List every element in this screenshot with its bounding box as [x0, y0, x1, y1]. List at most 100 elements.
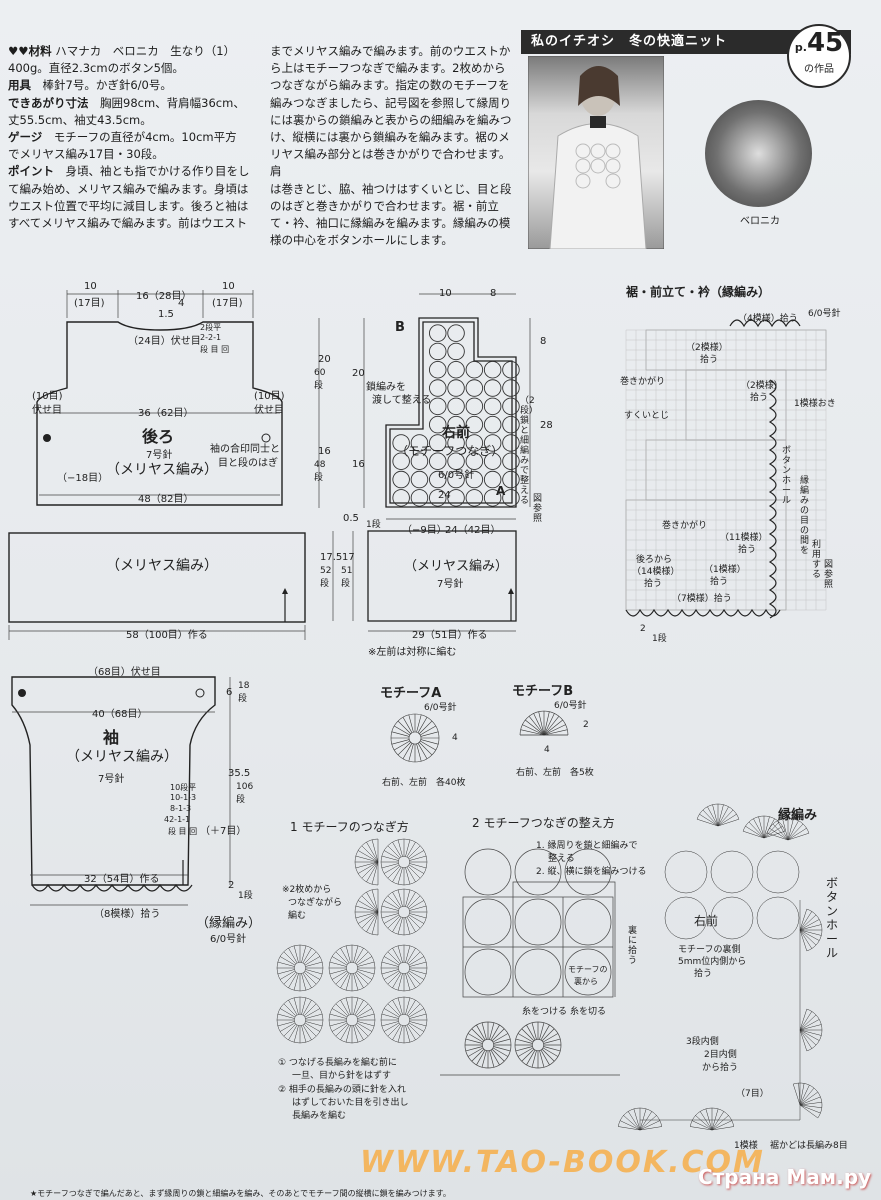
motif-spoke: [397, 973, 403, 991]
motif-spoke: [387, 845, 401, 859]
fan-spoke: [799, 1024, 822, 1031]
materials-block: ♥♥材料 ハマナカ ベロニカ 生なり（1） 400g。直径2.3cmのボタン5個…: [8, 43, 270, 232]
diagram1-title: 1 モチーフのつなぎ方: [290, 820, 409, 834]
border-note: 1模様おき: [794, 399, 836, 409]
point-label: ポイント: [8, 164, 54, 179]
fan-spoke: [628, 1111, 641, 1131]
sleeve-marker-dot: [195, 688, 205, 698]
motif-spoke: [405, 997, 411, 1015]
diagram1-step: 長編みを編む: [292, 1111, 347, 1121]
diagram3-motif: [756, 850, 800, 894]
instruction-line: ら上はモチーフつなぎで編みます。2枚めから: [270, 61, 506, 76]
motif-spoke: [356, 1022, 373, 1032]
front-motif: [483, 397, 502, 416]
motif-spoke: [345, 945, 351, 963]
motif-spoke: [279, 1022, 296, 1032]
fan-spoke: [366, 841, 379, 863]
fan-spoke: [690, 1126, 713, 1131]
diagram2-step: 整える: [548, 854, 575, 864]
motif-spoke: [345, 1025, 351, 1043]
front-hook: 6/0号針: [438, 470, 475, 481]
fan-spoke: [696, 818, 719, 827]
front-motif: [465, 452, 484, 471]
fan-spoke: [799, 1104, 821, 1114]
motif-center: [408, 731, 422, 745]
motif-spoke: [419, 720, 433, 734]
diagram2-motif: [514, 848, 562, 896]
front-motif: [502, 434, 520, 452]
motif-spoke: [357, 1013, 375, 1019]
fan-arc: [696, 803, 740, 820]
motif-spoke: [409, 913, 427, 919]
diagram2-side-note: 裏に拾う: [628, 926, 638, 966]
front-motif: [447, 397, 465, 416]
fan-spoke: [357, 911, 379, 924]
fan-spoke: [618, 1126, 641, 1131]
diagram3-note: 5mm位内側から: [678, 957, 747, 967]
fan-spoke: [533, 713, 545, 736]
motif-spoke: [406, 841, 416, 858]
dim-label: 20: [318, 354, 331, 365]
motif-spoke: [406, 972, 416, 989]
motif-spoke: [481, 1050, 487, 1068]
diagram3-count: （7目）: [736, 1089, 769, 1099]
watermark-badge: Страна Мам.ру: [698, 1165, 872, 1189]
fan-spoke: [787, 818, 794, 841]
motif-spoke: [387, 971, 401, 985]
diagram3-note: から拾う: [702, 1063, 739, 1073]
motif-spoke: [354, 972, 364, 989]
fan-spoke: [357, 850, 379, 863]
fan-spoke: [543, 716, 560, 736]
dim-label: 17: [342, 552, 355, 563]
front-motif: [465, 489, 484, 507]
fan-spoke: [711, 1126, 734, 1131]
front-motif: [410, 489, 429, 507]
motif-spoke: [303, 1023, 317, 1037]
motif-spoke: [383, 900, 400, 910]
diagram3-title: 縁編み: [778, 808, 818, 823]
motif-spoke: [407, 971, 421, 985]
motif-spoke: [305, 1021, 323, 1027]
motif-spoke: [301, 973, 307, 991]
front-motif: [483, 361, 502, 379]
diagram3-note: モチーフの裏側: [678, 945, 741, 955]
front-edge-note: （2段）鎖と細編みで整える: [520, 396, 539, 506]
motif-spoke: [383, 864, 400, 874]
motif-a-count: 右前、左前 各40枚: [382, 778, 466, 788]
motif-spoke: [283, 951, 297, 965]
diagram1-step: ① つなげる長編みを編む前に: [278, 1058, 397, 1068]
border-pick: （2模様）: [741, 381, 783, 391]
diagram2-motif: [514, 898, 562, 946]
front-dimension-lines: [318, 293, 531, 632]
front-cast-on: 29（51目）作る: [412, 630, 488, 641]
motif-spoke: [356, 1008, 373, 1018]
motif-spoke: [381, 855, 399, 861]
motif-spoke: [329, 1021, 347, 1027]
fan-spoke: [538, 711, 545, 736]
motif-spoke: [409, 1021, 427, 1027]
front-motif: [429, 434, 447, 452]
arrow-head: [282, 588, 288, 594]
border-note: 利用する: [812, 540, 822, 580]
fan-spoke: [543, 719, 563, 736]
fan-spoke: [711, 1120, 733, 1131]
motif-spoke: [301, 1025, 307, 1043]
dim-label: (17目): [212, 298, 243, 309]
motif-spoke: [409, 905, 427, 911]
motif-spoke: [397, 889, 403, 907]
motif-spoke: [277, 961, 295, 967]
motif-spoke: [397, 839, 403, 857]
diagram3-side: ボタンホール: [826, 876, 839, 960]
fan-spoke: [717, 818, 740, 827]
diagram2-motif: [564, 848, 612, 896]
front-motif: [483, 489, 502, 507]
motif-spoke: [408, 1008, 425, 1018]
dim-label: 10: [439, 288, 452, 299]
motif-spoke: [394, 740, 410, 751]
motif-center: [398, 906, 410, 918]
motif-spoke: [541, 1048, 555, 1062]
border-pick: 拾う: [700, 355, 719, 365]
fan-spoke: [763, 816, 770, 839]
motif-spoke: [353, 997, 359, 1015]
motif-spoke: [383, 1022, 400, 1032]
